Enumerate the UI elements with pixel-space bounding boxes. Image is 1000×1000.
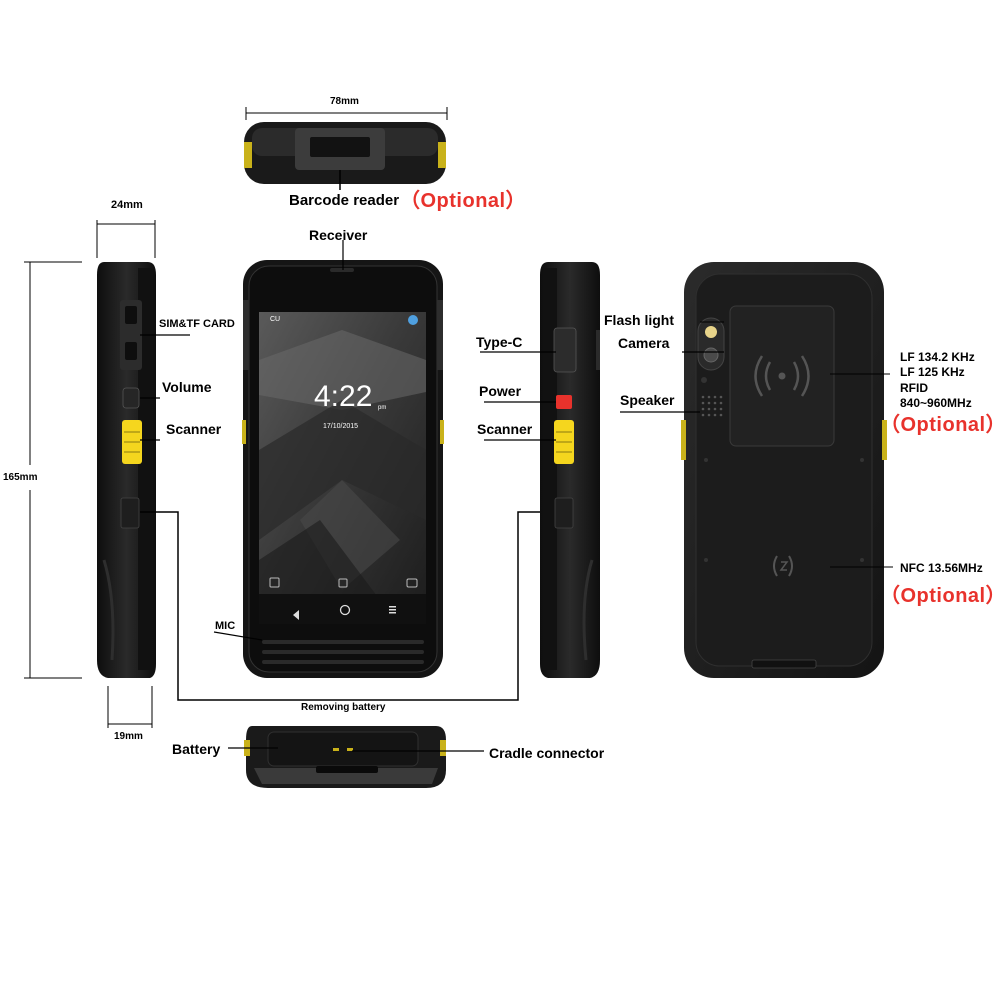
right-side-view xyxy=(480,262,600,678)
screen-ampm: pm xyxy=(378,405,387,411)
mic-label: MIC xyxy=(215,620,236,632)
barcode-reader-label: Barcode reader xyxy=(289,192,400,209)
scanner-left-label: Scanner xyxy=(166,421,222,437)
optional-barcode-label: （Optional） xyxy=(400,190,527,212)
camera-label: Camera xyxy=(618,335,670,351)
screen-date: 17/10/2015 xyxy=(323,423,359,430)
flash-light-label: Flash light xyxy=(604,312,674,328)
battery-label: Battery xyxy=(172,741,221,757)
top-view xyxy=(244,107,448,190)
optional-rfid-label: （Optional） xyxy=(880,414,1000,436)
screen-clock: 4:22 xyxy=(314,380,373,413)
left-side-view xyxy=(24,220,558,728)
receiver-label: Receiver xyxy=(309,227,368,243)
power-label: Power xyxy=(479,383,522,399)
type-c-label: Type-C xyxy=(476,334,523,350)
side-thickness-dimension: 24mm xyxy=(111,199,143,211)
lf-134-label: LF 134.2 KHz xyxy=(900,350,975,364)
screen-carrier: CU xyxy=(270,316,281,323)
sim-tf-card-label: SIM&TF CARD xyxy=(159,318,235,330)
lf-125-label: LF 125 KHz xyxy=(900,365,965,379)
cradle-connector-label: Cradle connector xyxy=(489,745,605,761)
scanner-right-label: Scanner xyxy=(477,421,533,437)
optional-nfc-label: （Optional） xyxy=(880,585,1000,607)
nfc-label: NFC 13.56MHz xyxy=(900,561,983,575)
bottom-view xyxy=(228,726,484,788)
removing-battery-label: Removing battery xyxy=(301,702,386,713)
rfid-frequency-label: 840~960MHz xyxy=(900,396,972,410)
rfid-label: RFID xyxy=(900,381,928,395)
speaker-label: Speaker xyxy=(620,392,675,408)
height-dimension: 165mm xyxy=(3,472,38,483)
bottom-thickness-dimension: 19mm xyxy=(114,731,143,742)
back-view xyxy=(620,262,893,678)
volume-label: Volume xyxy=(162,379,212,395)
top-width-dimension: 78mm xyxy=(330,96,359,107)
front-view xyxy=(213,240,444,678)
